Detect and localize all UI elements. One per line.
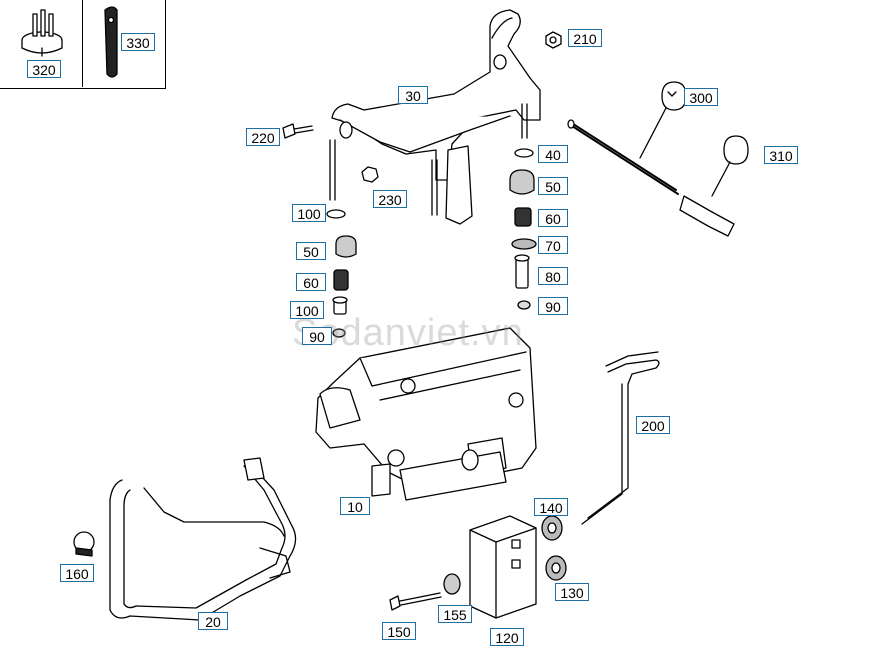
part-155-bushing: [443, 573, 461, 595]
part-90-left-nut: [332, 328, 346, 338]
callout-300[interactable]: 300: [684, 88, 718, 106]
callout-30[interactable]: 30: [398, 86, 428, 104]
part-300-tool-rod: [567, 81, 687, 195]
callout-60-left[interactable]: 60: [296, 273, 326, 291]
callout-220[interactable]: 220: [246, 128, 280, 146]
part-100-washer-bottom: [332, 296, 348, 315]
inset-frame: [0, 0, 166, 89]
part-50-right-bushing: [509, 169, 535, 195]
part-310-socket: [679, 135, 749, 237]
part-60-right-spring: [514, 207, 532, 227]
callout-80[interactable]: 80: [538, 267, 568, 285]
part-330-strap: [104, 6, 118, 78]
part-200-hose: [581, 351, 660, 525]
part-160-clamp: [73, 531, 95, 557]
callout-200[interactable]: 200: [636, 416, 670, 434]
callout-155[interactable]: 155: [438, 605, 472, 623]
callout-230[interactable]: 230: [373, 190, 407, 208]
inset-divider: [82, 0, 83, 87]
part-120-control-unit: [469, 515, 537, 619]
callout-100-top[interactable]: 100: [292, 204, 326, 222]
callout-90-left[interactable]: 90: [302, 327, 332, 345]
callout-10[interactable]: 10: [340, 497, 370, 515]
callout-320[interactable]: 320: [27, 60, 61, 78]
part-70-cup: [511, 238, 537, 250]
callout-150[interactable]: 150: [382, 622, 416, 640]
part-100-washer-top: [326, 209, 346, 219]
callout-310[interactable]: 310: [764, 146, 798, 164]
part-150-bolt: [389, 592, 442, 611]
callout-210[interactable]: 210: [568, 29, 602, 47]
callout-130[interactable]: 130: [555, 583, 589, 601]
part-50-left-bushing: [335, 235, 357, 258]
part-210-nut: [545, 31, 562, 49]
part-130-grommet: [545, 555, 567, 581]
callout-140[interactable]: 140: [534, 498, 568, 516]
part-320-plug: [21, 9, 63, 57]
part-60-left-spring: [333, 269, 349, 291]
part-20-hose: [109, 457, 297, 621]
callout-90-right[interactable]: 90: [538, 297, 568, 315]
callout-330[interactable]: 330: [121, 33, 155, 51]
callout-50-right[interactable]: 50: [538, 177, 568, 195]
callout-20[interactable]: 20: [198, 612, 228, 630]
part-90-right-nut: [517, 300, 531, 310]
part-10-compressor: [315, 327, 537, 501]
callout-160[interactable]: 160: [60, 564, 94, 582]
callout-50-left[interactable]: 50: [296, 242, 326, 260]
part-40-washer: [514, 148, 534, 158]
part-220-bolt: [282, 123, 314, 139]
callout-40[interactable]: 40: [538, 145, 568, 163]
callout-120[interactable]: 120: [490, 628, 524, 646]
part-80-sleeve: [514, 254, 530, 289]
callout-60-right[interactable]: 60: [538, 209, 568, 227]
callout-100-bottom[interactable]: 100: [290, 301, 324, 319]
part-140-grommet: [541, 515, 563, 541]
part-230-nut: [361, 166, 379, 183]
callout-70[interactable]: 70: [538, 236, 568, 254]
part-30-bracket: [329, 9, 541, 225]
